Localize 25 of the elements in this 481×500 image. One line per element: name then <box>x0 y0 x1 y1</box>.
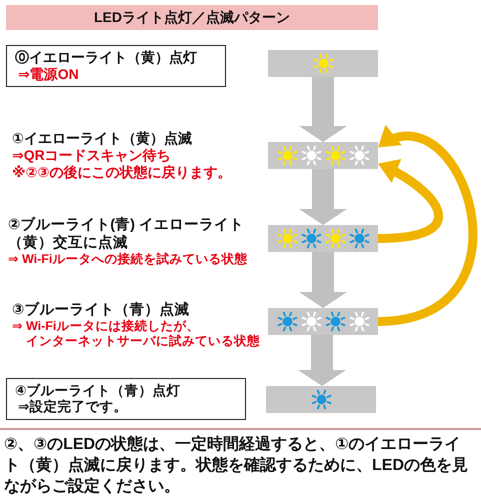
status-text: ⇒ Wi-Fiルータには接続したが、インターネットサーバに試みている状態 <box>12 319 261 349</box>
status-text: ⇒QRコードスキャン待ち <box>12 147 172 164</box>
state-box <box>6 378 246 420</box>
note-text: ※②③の後にこの状態に戻ります。 <box>12 164 232 181</box>
state-label: ③ブルーライト（青）点滅 <box>12 301 190 319</box>
state-box <box>6 45 226 87</box>
led-bar <box>268 225 378 252</box>
status-text: ⇒設定完了です。 <box>17 399 128 415</box>
caption-text: ②、③のLEDの状態は、一定時間経過すると、①のイエローライト（黄）点滅に戻ります。状態を確認するために、LEDの色を見ながらご設定ください。 <box>4 434 469 497</box>
state-label: ①イエローライト（黄）点滅 <box>12 130 193 147</box>
block-arrow <box>299 169 347 225</box>
status-text: ⇒ Wi-Fiルータへの接続を試みている状態 <box>8 252 248 267</box>
block-arrow <box>299 77 347 142</box>
block-arrow <box>298 335 346 386</box>
state-label: ⓪イエローライト（黄）点灯 <box>15 49 198 66</box>
state-label: ②ブルーライト(青) イエローライト（黄）交互に点滅 <box>8 216 245 252</box>
status-text: ⇒電源ON <box>17 66 80 83</box>
led-bar <box>266 386 376 413</box>
block-arrow <box>299 252 347 308</box>
curved-arrow <box>376 160 443 243</box>
state-label: ④ブルーライト（青）点灯 <box>15 383 182 399</box>
title-banner: LEDライト点灯／点滅パターン <box>6 5 378 30</box>
led-bar <box>268 50 378 77</box>
led-bar <box>268 308 378 335</box>
led-bar <box>268 142 378 169</box>
